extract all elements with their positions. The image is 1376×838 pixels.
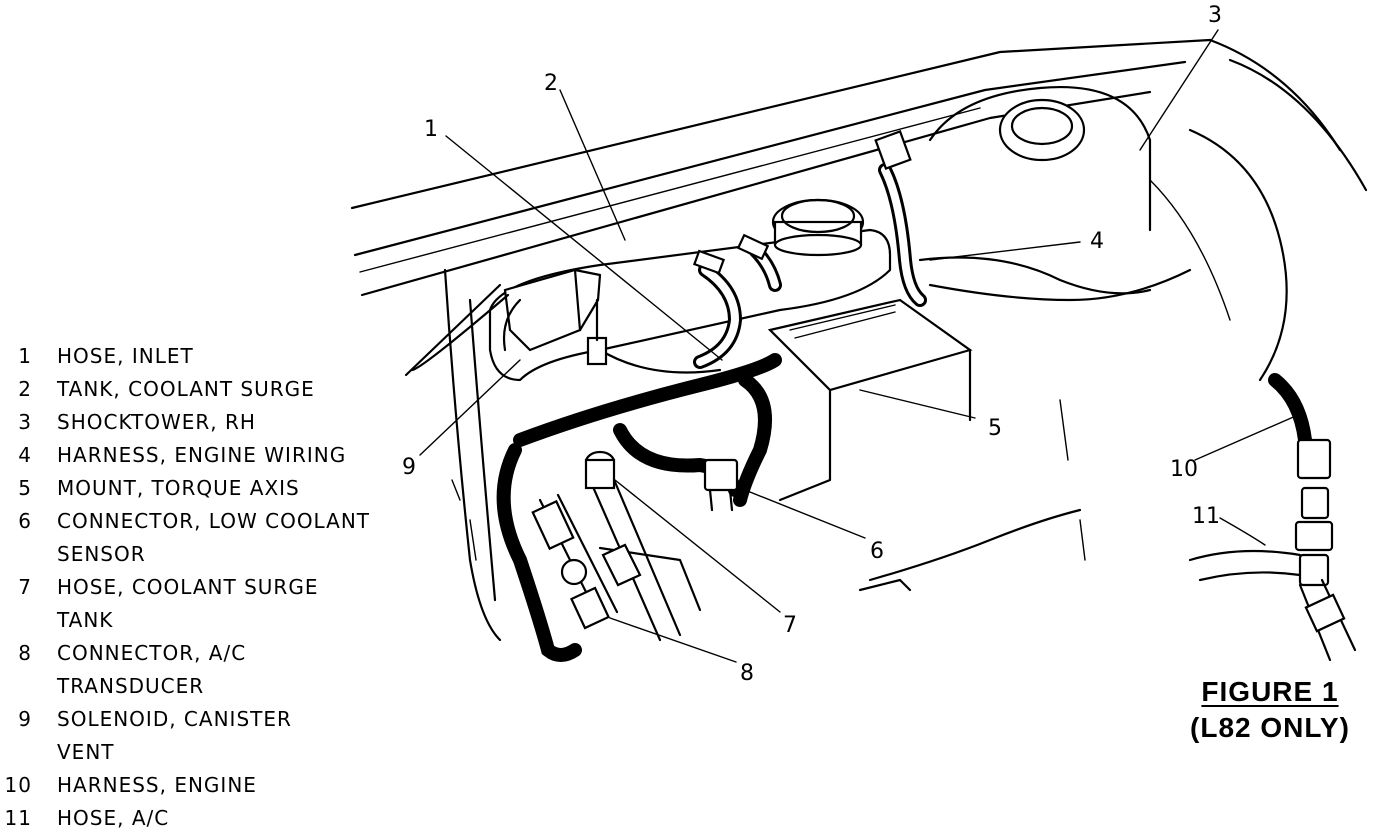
torque-axis-mount <box>767 298 973 502</box>
coolant-surge-tank <box>488 198 892 382</box>
callout-9: 9 <box>402 455 416 480</box>
callouts: 1 2 3 4 5 6 7 8 9 10 11 <box>402 3 1222 686</box>
fender-outline <box>443 268 1086 642</box>
callout-7: 7 <box>783 613 797 638</box>
inset-l82 <box>1188 373 1357 662</box>
hood-outline <box>350 38 1368 382</box>
figure-title: FIGURE 1 <box>1201 676 1339 707</box>
ac-transducer-assembly <box>531 493 702 630</box>
callout-2: 2 <box>544 71 558 96</box>
callout-1: 1 <box>424 117 438 142</box>
solenoid-canister-vent <box>404 268 608 377</box>
figure-subtitle: (L82 ONLY) <box>1190 712 1350 743</box>
callout-10: 10 <box>1170 457 1198 482</box>
legend-item-continued: VENT <box>57 740 115 764</box>
callout-6: 6 <box>870 539 884 564</box>
shocktower <box>918 86 1231 321</box>
low-coolant-connector <box>703 458 739 512</box>
callout-4: 4 <box>1090 229 1104 254</box>
callout-5: 5 <box>988 416 1002 441</box>
legend-item-continued: TRANSDUCER <box>57 674 205 698</box>
legend-item-continued: TANK <box>57 608 114 632</box>
callout-3: 3 <box>1208 3 1222 28</box>
figure-caption: FIGURE 1 (L82 ONLY) <box>1178 676 1362 744</box>
leader-lines <box>419 29 1299 663</box>
callout-8: 8 <box>740 661 754 686</box>
inlet-hose <box>692 233 782 369</box>
legend-item-continued: SENSOR <box>57 542 146 566</box>
callout-11: 11 <box>1192 504 1220 529</box>
